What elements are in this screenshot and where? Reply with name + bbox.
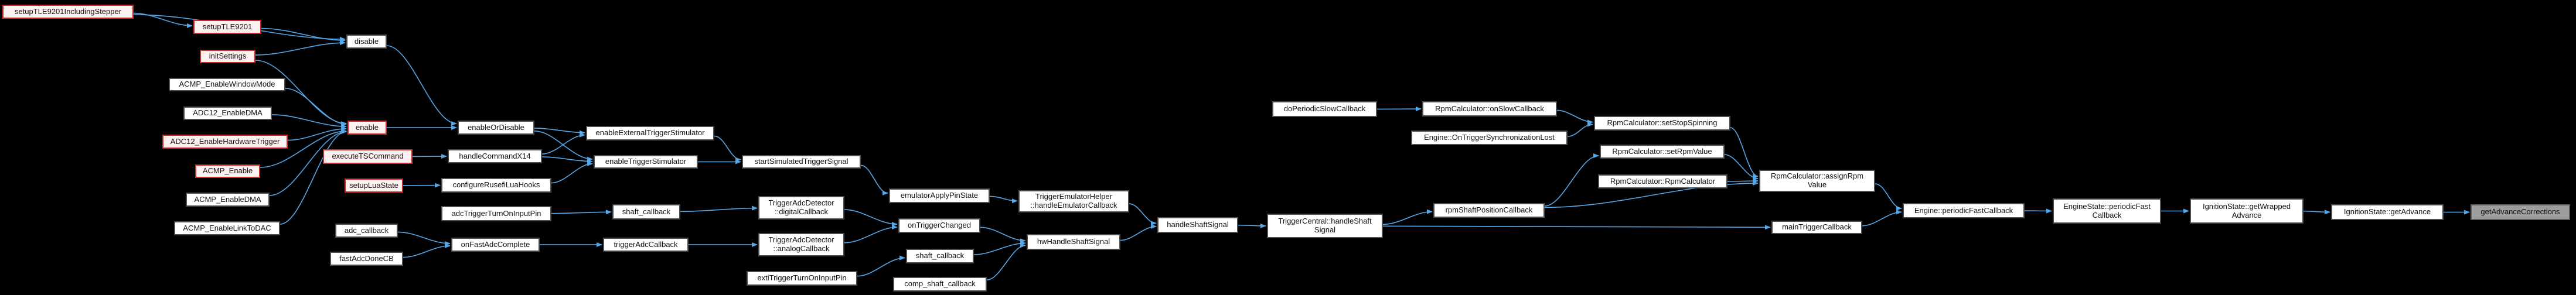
graph-node-enableOrDisable[interactable]: enableOrDisable [458,121,534,135]
edge-handleCommandX14-to-enableExternalTriggerStimulator [541,132,585,155]
graph-node-startSimulatedTriggerSignal[interactable]: startSimulatedTriggerSignal [742,155,861,169]
graph-node-TriggerAdcDetector_analogCallback[interactable]: TriggerAdcDetector ::analogCallback [758,233,844,256]
edge-ADC12_EnableHardwareTrigger-to-enable [287,126,347,141]
graph-node-enable[interactable]: enable [347,121,387,135]
edge-enableOrDisable-to-enableTriggerStimulator [534,131,593,162]
graph-node-RpmCalculator_setRpmValue[interactable]: RpmCalculator::setRpmValue [1600,145,1725,159]
edge-shaft_callback_exti-to-hwHandleShaftSignal [973,241,1026,255]
edge-adcTriggerTurnOnInputPin-to-shaft_callback_adc [551,210,612,215]
edge-TriggerAdcDetector_analogCallback-to-onTriggerChanged [844,225,898,243]
edge-IgnitionState_getWrappedAdvance-to-IgnitionState_getAdvance [2303,210,2330,215]
graph-node-setupTLE9201[interactable]: setupTLE9201 [193,20,261,34]
edge-ACMP_EnableLinkToDAC-to-enable [280,129,347,225]
graph-node-Engine_periodicFastCallback[interactable]: Engine::periodicFastCallback [1903,203,2025,218]
edge-Engine_OnTriggerSynchronizationLost-to-RpmCalculator_setStopSpinning [1567,122,1593,137]
edge-setupTLE9201IncludingStepper-to-setupTLE9201 [133,12,193,28]
edge-ACMP_Enable-to-enable [260,128,347,168]
graph-node-TriggerAdcDetector_digitalCallback[interactable]: TriggerAdcDetector ::digitalCallback [758,196,844,219]
edge-mainTriggerCallback-to-Engine_periodicFastCallback [1862,210,1902,227]
graph-node-executeTSCommand[interactable]: executeTSCommand [323,149,413,164]
graph-node-ACMP_EnableWindowMode[interactable]: ACMP_EnableWindowMode [169,78,285,91]
graph-node-IgnitionState_getAdvance[interactable]: IgnitionState::getAdvance [2331,204,2444,220]
edge-ACMP_EnableWindowMode-to-enable [285,88,347,127]
graph-node-shaft_callback_exti[interactable]: shaft_callback [906,249,974,263]
edge-TriggerAdcDetector_digitalCallback-to-onTriggerChanged [844,209,898,227]
graph-node-adcTriggerTurnOnInputPin[interactable]: adcTriggerTurnOnInputPin [441,206,551,221]
edge-rpmShaftPositionCallback-to-RpmCalculator_assignRpmValue [1544,181,1759,208]
graph-node-disable[interactable]: disable [346,35,387,49]
graph-node-onFastAdcComplete[interactable]: onFastAdcComplete [451,238,540,252]
graph-node-getAdvanceCorrections: getAdvanceCorrections [2471,204,2570,220]
graph-node-doPeriodicSlowCallback[interactable]: doPeriodicSlowCallback [1272,101,1377,117]
edge-setupTLE9201-to-disable [261,28,346,43]
graph-node-ACMP_Enable[interactable]: ACMP_Enable [195,164,260,178]
edge-RpmCalculator_assignRpmValue-to-Engine_periodicFastCallback [1875,183,1902,211]
edge-rpmShaftPositionCallback-to-RpmCalculator_setRpmValue [1544,153,1599,207]
edge-handleShaftSignal-to-TriggerCentral_handleShaftSignal [1238,223,1266,228]
graph-node-comp_shaft_callback[interactable]: comp_shaft_callback [893,277,987,291]
edge-shaft_callback_adc-to-TriggerAdcDetector_digitalCallback [680,205,758,212]
graph-node-ACMP_EnableLinkToDAC[interactable]: ACMP_EnableLinkToDAC [174,221,280,235]
graph-node-RpmCalculator_setStopSpinning[interactable]: RpmCalculator::setStopSpinning [1594,116,1730,131]
edge-enableExternalTriggerStimulator-to-startSimulatedTriggerSignal [714,135,741,162]
edge-handleCommandX14-to-enableTriggerStimulator [541,156,593,164]
graph-node-Engine_OnTriggerSynchronizationLost[interactable]: Engine::OnTriggerSynchronizationLost [1411,131,1568,145]
edge-hwHandleShaftSignal-to-handleShaftSignal [1120,224,1157,241]
graph-node-fastAdcDoneCB[interactable]: fastAdcDoneCB [330,252,403,266]
graph-node-RpmCalculator_onSlowCallback[interactable]: RpmCalculator::onSlowCallback [1422,101,1557,116]
edge-initSettings-to-disable [255,40,346,56]
graph-node-IgnitionState_getWrappedAdvance[interactable]: IgnitionState::getWrapped Advance [2190,198,2304,224]
graph-node-shaft_callback_adc[interactable]: shaft_callback [612,204,680,219]
graph-node-handleShaftSignal[interactable]: handleShaftSignal [1157,217,1238,233]
edge-TriggerEmulatorHelper_handleEmulatorCallback-to-handleShaftSignal [1129,203,1157,226]
graph-node-hwHandleShaftSignal[interactable]: hwHandleShaftSignal [1027,234,1120,250]
graph-node-setupLuaState[interactable]: setupLuaState [345,179,403,193]
edge-emulatorApplyPinState-to-TriggerEmulatorHelper_handleEmulatorCallback [989,195,1018,204]
graph-node-rpmShaftPositionCallback[interactable]: rpmShaftPositionCallback [1433,203,1545,218]
graph-node-enableTriggerStimulator[interactable]: enableTriggerStimulator [594,155,698,169]
graph-node-enableExternalTriggerStimulator[interactable]: enableExternalTriggerStimulator [586,126,714,140]
graph-node-extiTriggerTurnOnInputPin[interactable]: extiTriggerTurnOnInputPin [747,271,857,286]
edge-extiTriggerTurnOnInputPin-to-shaft_callback_exti [857,255,905,277]
graph-node-setupTLE9201IncludingStepper[interactable]: setupTLE9201IncludingStepper [2,5,134,19]
edge-disable-to-enableOrDisable [386,45,457,126]
edge-ACMP_EnableDMA-to-enable [269,129,347,196]
edge-configureRusefiLuaHooks-to-enableTriggerStimulator [551,161,593,184]
graph-node-RpmCalculator_assignRpmValue[interactable]: RpmCalculator::assignRpm Value [1759,170,1875,192]
graph-node-ADC12_EnableDMA[interactable]: ADC12_EnableDMA [183,107,272,120]
edge-RpmCalculator_setRpmValue-to-RpmCalculator_assignRpmValue [1724,154,1759,181]
graph-node-TriggerCentral_handleShaftSignal[interactable]: TriggerCentral::handleShaft Signal [1267,214,1383,238]
edge-enableOrDisable-to-enableExternalTriggerStimulator [534,128,585,135]
graph-node-handleCommandX14[interactable]: handleCommandX14 [448,149,542,163]
graph-node-ADC12_EnableHardwareTrigger[interactable]: ADC12_EnableHardwareTrigger [162,135,288,149]
edge-startSimulatedTriggerSignal-to-emulatorApplyPinState [860,164,888,195]
graph-node-onTriggerChanged[interactable]: onTriggerChanged [898,218,980,233]
edge-comp_shaft_callback-to-hwHandleShaftSignal [986,243,1026,281]
graph-node-emulatorApplyPinState[interactable]: emulatorApplyPinState [889,188,990,203]
graph-node-EngineState_periodicFastCallback[interactable]: EngineState::periodicFast Callback [2053,198,2161,224]
edge-onTriggerChanged-to-hwHandleShaftSignal [980,227,1026,243]
graph-node-RpmCalculator_RpmCalculator[interactable]: RpmCalculator::RpmCalculator [1598,174,1727,188]
graph-node-ACMP_EnableDMA[interactable]: ACMP_EnableDMA [186,193,270,207]
graph-node-TriggerEmulatorHelper_handleEmulatorCallback[interactable]: TriggerEmulatorHelper ::handleEmulatorCa… [1018,190,1129,212]
graph-node-mainTriggerCallback[interactable]: mainTriggerCallback [1771,221,1862,234]
edge-TriggerCentral_handleShaftSignal-to-mainTriggerCallback [1382,225,1771,230]
edge-fastAdcDoneCB-to-onFastAdcComplete [403,243,451,258]
graph-node-adc_callback[interactable]: adc_callback [335,224,398,238]
edge-RpmCalculator_setStopSpinning-to-RpmCalculator_assignRpmValue [1730,127,1759,179]
graph-node-configureRusefiLuaHooks[interactable]: configureRusefiLuaHooks [441,178,551,193]
edge-TriggerCentral_handleShaftSignal-to-rpmShaftPositionCallback [1382,209,1433,225]
graph-node-initSettings[interactable]: initSettings [200,50,255,63]
graph-node-triggerAdcCallback[interactable]: triggerAdcCallback [603,238,689,252]
edge-ADC12_EnableDMA-to-enable [271,114,347,129]
edge-RpmCalculator_onSlowCallback-to-RpmCalculator_setStopSpinning [1556,109,1593,125]
edge-adc_callback-to-onFastAdcComplete [397,231,451,246]
